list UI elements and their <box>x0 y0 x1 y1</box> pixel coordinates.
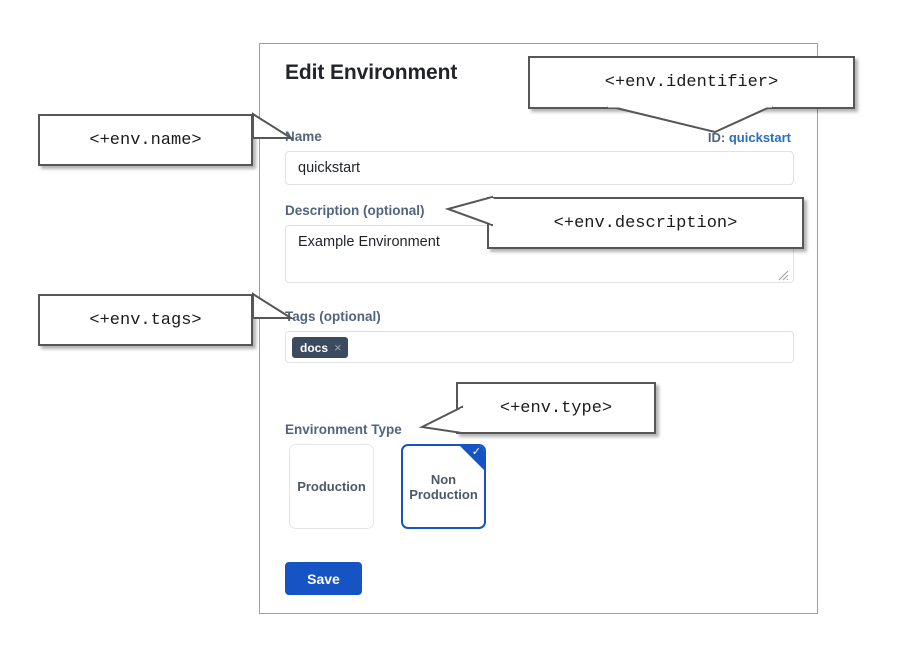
name-label: Name <box>285 129 322 144</box>
tags-input[interactable]: docs × <box>285 331 794 363</box>
name-input[interactable] <box>285 151 794 185</box>
environment-id-line: ID: quickstart <box>708 130 791 145</box>
save-button[interactable]: Save <box>285 562 362 595</box>
callout-env-type-tail <box>418 405 464 435</box>
page-title: Edit Environment <box>285 61 458 84</box>
environment-id-link[interactable]: quickstart <box>728 130 791 145</box>
callout-env-name-tail <box>252 112 295 139</box>
check-icon: ✓ <box>471 446 481 458</box>
callout-env-description-tail <box>444 195 494 227</box>
callout-env-type-text: <+env.type> <box>499 398 613 418</box>
environment-type-option-production-label: Production <box>297 479 366 494</box>
environment-type-label: Environment Type <box>285 422 402 437</box>
callout-env-tags-tail <box>252 292 295 319</box>
environment-type-option-non-production-label: Non Production <box>409 472 478 502</box>
nonprod-line1: Non <box>430 471 457 487</box>
selected-corner-decoration <box>459 446 484 471</box>
callout-env-tags-text: <+env.tags> <box>89 310 202 330</box>
callout-env-type: <+env.type> <box>456 382 656 434</box>
callout-env-identifier-tail <box>607 104 773 134</box>
tag-remove-icon[interactable]: × <box>334 340 342 355</box>
environment-id-label: ID: <box>707 130 726 145</box>
edit-environment-card: Edit Environment ID: quickstart Name Des… <box>259 43 818 614</box>
tag-chip-docs[interactable]: docs × <box>292 337 348 358</box>
callout-env-name-text: <+env.name> <box>89 130 202 150</box>
description-label: Description (optional) <box>285 203 425 218</box>
callout-env-description: <+env.description> <box>487 197 804 249</box>
environment-type-option-non-production[interactable]: Non Production ✓ <box>401 444 486 529</box>
callout-env-identifier-text: <+env.identifier> <box>604 73 779 92</box>
environment-type-option-production[interactable]: Production <box>289 444 374 529</box>
callout-env-identifier: <+env.identifier> <box>528 56 855 109</box>
tags-label: Tags (optional) <box>285 309 381 324</box>
nonprod-line2: Production <box>409 486 478 502</box>
tag-chip-label: docs <box>300 340 329 355</box>
callout-env-tags: <+env.tags> <box>38 294 253 346</box>
callout-env-description-text: <+env.description> <box>553 213 738 233</box>
callout-env-name: <+env.name> <box>38 114 253 166</box>
